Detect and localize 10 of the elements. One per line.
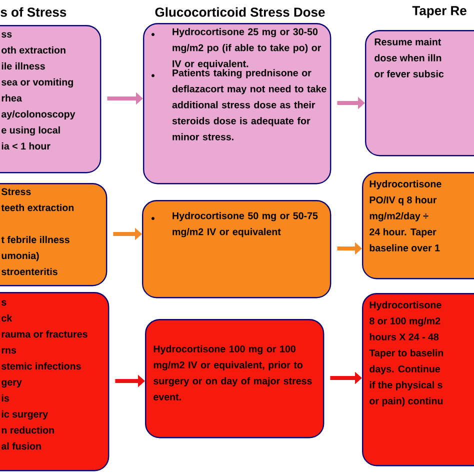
step-box: Resume maint dose when illn or fever subsic — [365, 30, 474, 156]
step-box: s ck rauma or fractures rns stemic infections gery is ic surgery n reduction al fusion — [0, 292, 110, 472]
step-box: ss oth extraction ile illness sea or vomiting rhea ay/colonoscopy e using local ia < 1 hour — [0, 25, 102, 174]
step-box: Hydrocortisone 25 mg or 30-50 mg/m2 po (if able to take po) or IV or equivalent. Patients taking prednisone or deflazacort may not need to take additional stress dose as their steroids dose is adequate for minor stress. — [143, 23, 332, 184]
step-box: Hydrocortisone 8 or 100 mg/m2 hours X 24 - 48 Taper to baselin days. Continue if the physical s or pain) continu — [362, 293, 474, 466]
step-box: Hydrocortisone 100 mg or 100 mg/m2 IV or equivalent, prior to surgery or on day of major stress event. — [145, 319, 324, 438]
step-box: Stress teeth extraction t febrile illness umonia) stroenteritis — [0, 183, 108, 286]
column-heading: Taper Re — [412, 6, 466, 18]
step-box: Hydrocortisone PO/IV q 8 hour mg/m2/day ÷ 24 hour. Taper baseline over 1 — [362, 172, 474, 280]
step-box: Hydrocortisone 50 mg or 50-75 mg/m2 IV or equivalent — [142, 200, 332, 298]
